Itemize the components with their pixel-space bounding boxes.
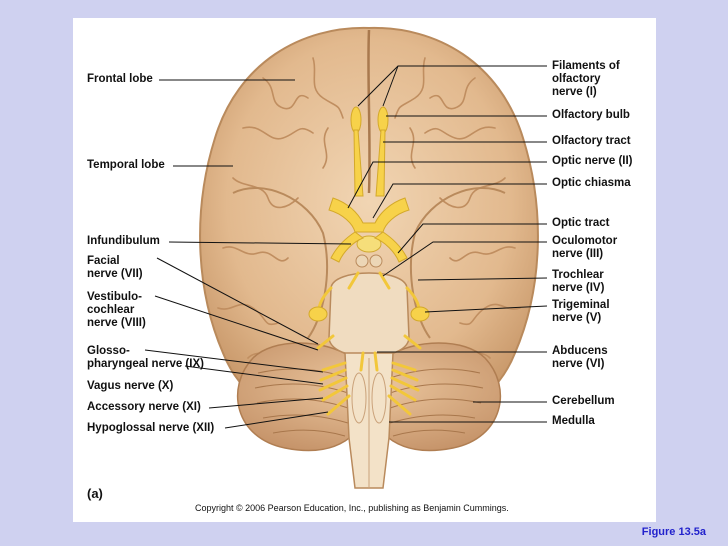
label-facial-nerve: Facial nerve (VII) bbox=[87, 255, 143, 280]
label-optic-chiasma: Optic chiasma bbox=[552, 177, 631, 189]
label-hypoglossal-nerve: Hypoglossal nerve (XII) bbox=[87, 422, 215, 434]
label-temporal-lobe: Temporal lobe bbox=[87, 159, 165, 171]
figure-label: Figure 13.5a bbox=[641, 526, 706, 538]
label-glossopharyngeal-nerve: Glosso- pharyngeal nerve (IX) bbox=[87, 345, 204, 370]
label-olfactory-filaments: Filaments of olfactory nerve (I) bbox=[552, 60, 620, 98]
copyright-text: Copyright © 2006 Pearson Education, Inc.… bbox=[195, 503, 509, 513]
brain-illustration bbox=[144, 26, 548, 489]
label-infundibulum: Infundibulum bbox=[87, 235, 160, 247]
label-vagus-nerve: Vagus nerve (X) bbox=[87, 380, 174, 392]
label-accessory-nerve: Accessory nerve (XI) bbox=[87, 401, 201, 413]
label-olfactory-tract: Olfactory tract bbox=[552, 135, 631, 147]
label-cerebellum: Cerebellum bbox=[552, 395, 615, 407]
pons-shape bbox=[328, 272, 410, 358]
leader-lines-right bbox=[347, 65, 548, 423]
label-optic-tract: Optic tract bbox=[552, 217, 610, 229]
label-medulla: Medulla bbox=[552, 415, 595, 427]
label-trochlear-nerve: Trochlear nerve (IV) bbox=[552, 269, 605, 294]
label-oculomotor-nerve: Oculomotor nerve (III) bbox=[552, 235, 618, 260]
label-abducens-nerve: Abducens nerve (VI) bbox=[552, 345, 608, 370]
label-olfactory-bulb: Olfactory bulb bbox=[552, 109, 630, 121]
part-label: (a) bbox=[87, 486, 103, 501]
label-optic-nerve: Optic nerve (II) bbox=[552, 155, 633, 167]
label-trigeminal-nerve: Trigeminal nerve (V) bbox=[552, 299, 610, 324]
leader-lines-left bbox=[144, 79, 352, 429]
label-frontal-lobe: Frontal lobe bbox=[87, 73, 153, 85]
label-vestibulocochlear-nerve: Vestibulo- cochlear nerve (VIII) bbox=[87, 291, 146, 329]
